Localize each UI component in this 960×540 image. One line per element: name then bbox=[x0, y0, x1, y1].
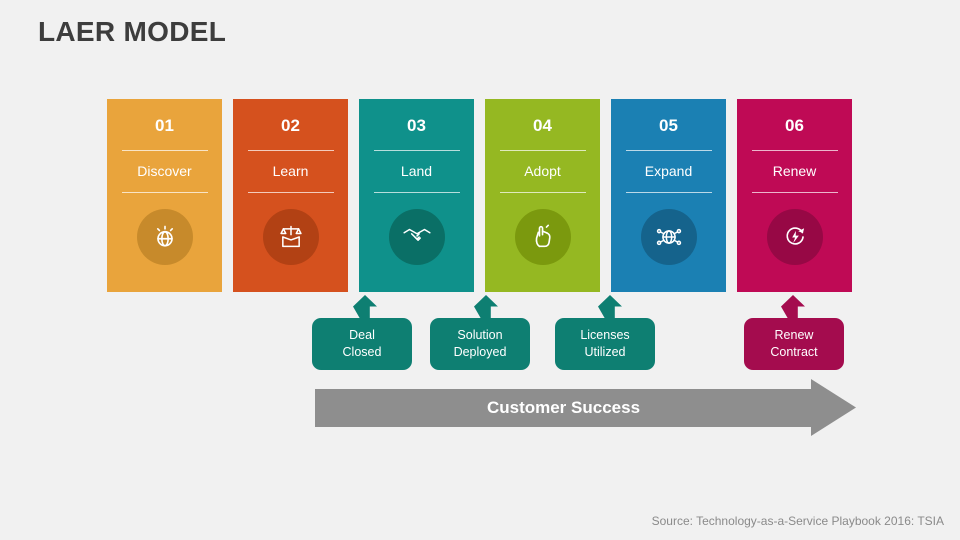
step-label: Renew bbox=[772, 163, 817, 179]
step-card-land: 03 Land bbox=[359, 99, 474, 292]
step-label: Land bbox=[400, 163, 433, 179]
step-card-expand: 05 Expand bbox=[611, 99, 726, 292]
banner-arrowhead bbox=[811, 379, 856, 436]
divider bbox=[373, 150, 460, 151]
step-icon-circle bbox=[766, 209, 823, 265]
step-label: Expand bbox=[644, 163, 693, 179]
callout-text-line: Licenses bbox=[580, 328, 630, 343]
snap-hand-icon bbox=[529, 223, 557, 251]
callout-renew-contract: Renew Contract bbox=[744, 318, 844, 370]
divider bbox=[625, 150, 712, 151]
callout-text-line: Utilized bbox=[584, 345, 626, 359]
divider bbox=[751, 150, 838, 151]
learn-scales-icon bbox=[277, 223, 305, 251]
step-icon-circle bbox=[514, 209, 571, 265]
divider bbox=[499, 150, 586, 151]
callout-arrow-licenses-utilized bbox=[598, 295, 622, 319]
banner-label: Customer Success bbox=[486, 398, 641, 417]
callout-text-line: Deal bbox=[349, 328, 375, 343]
divider bbox=[373, 192, 460, 193]
step-label: Adopt bbox=[524, 163, 561, 179]
step-icon-circle bbox=[262, 209, 319, 265]
network-globe-icon bbox=[655, 223, 683, 251]
step-card-learn: 02 Learn bbox=[233, 99, 348, 292]
step-number: 01 bbox=[155, 116, 174, 135]
callout-arrow-solution-deployed bbox=[474, 295, 498, 319]
laer-steps-row: 01 Discover 02 Lea bbox=[107, 99, 852, 292]
step-number: 03 bbox=[407, 116, 426, 135]
handshake-icon bbox=[402, 224, 432, 250]
callout-text-line: Deployed bbox=[453, 345, 507, 359]
step-icon-circle bbox=[388, 209, 445, 265]
step-label: Discover bbox=[137, 163, 192, 179]
divider bbox=[751, 192, 838, 193]
callout-arrow-renew-contract bbox=[781, 295, 805, 319]
callout-solution-deployed: Solution Deployed bbox=[430, 318, 530, 370]
divider bbox=[499, 192, 586, 193]
step-icon-circle bbox=[640, 209, 697, 265]
step-card-adopt: 04 Adopt bbox=[485, 99, 600, 292]
divider bbox=[247, 192, 334, 193]
divider bbox=[247, 150, 334, 151]
step-icon-circle bbox=[136, 209, 193, 265]
callout-text-line: Renew bbox=[774, 328, 814, 343]
step-number: 02 bbox=[281, 116, 300, 135]
step-number: 04 bbox=[533, 116, 552, 135]
page-title: LAER MODEL bbox=[38, 16, 227, 47]
step-card-renew: 06 Renew bbox=[737, 99, 852, 292]
callout-arrow-deal-closed bbox=[353, 295, 377, 319]
callout-text-line: Solution bbox=[457, 328, 503, 343]
discover-globe-eye-icon bbox=[151, 223, 179, 251]
source-attribution: Source: Technology-as-a-Service Playbook… bbox=[651, 514, 944, 528]
callout-text-line: Closed bbox=[342, 345, 382, 359]
step-number: 05 bbox=[659, 116, 678, 135]
step-card-discover: 01 Discover bbox=[107, 99, 222, 292]
divider bbox=[121, 150, 208, 151]
callout-deal-closed: Deal Closed bbox=[312, 318, 412, 370]
renew-bolt-icon bbox=[781, 223, 809, 251]
callout-text-line: Contract bbox=[770, 345, 818, 359]
customer-success-banner: Customer Success bbox=[315, 389, 812, 427]
divider bbox=[625, 192, 712, 193]
step-label: Learn bbox=[272, 163, 309, 179]
callout-licenses-utilized: Licenses Utilized bbox=[555, 318, 655, 370]
step-number: 06 bbox=[785, 116, 804, 135]
divider bbox=[121, 192, 208, 193]
